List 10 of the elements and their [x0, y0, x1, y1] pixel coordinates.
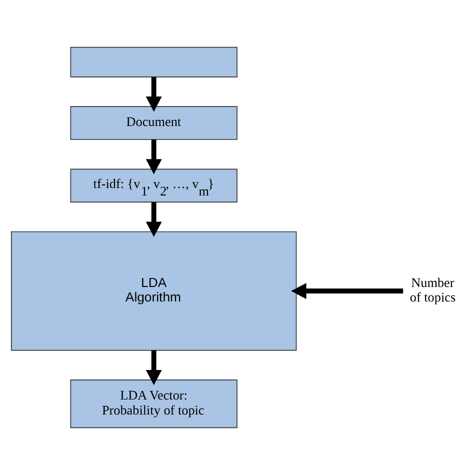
node-box: LDA Algorithm — [10, 230, 297, 350]
arrow — [291, 282, 404, 298]
node-box: Document — [70, 106, 238, 140]
node-text: Number of topics — [410, 274, 456, 304]
arrow — [146, 139, 162, 174]
arrow — [146, 202, 162, 236]
arrow — [146, 350, 162, 385]
node-box: LDA Vector: Probability of topic — [70, 379, 238, 428]
node-box — [70, 46, 238, 77]
arrow — [146, 76, 162, 112]
